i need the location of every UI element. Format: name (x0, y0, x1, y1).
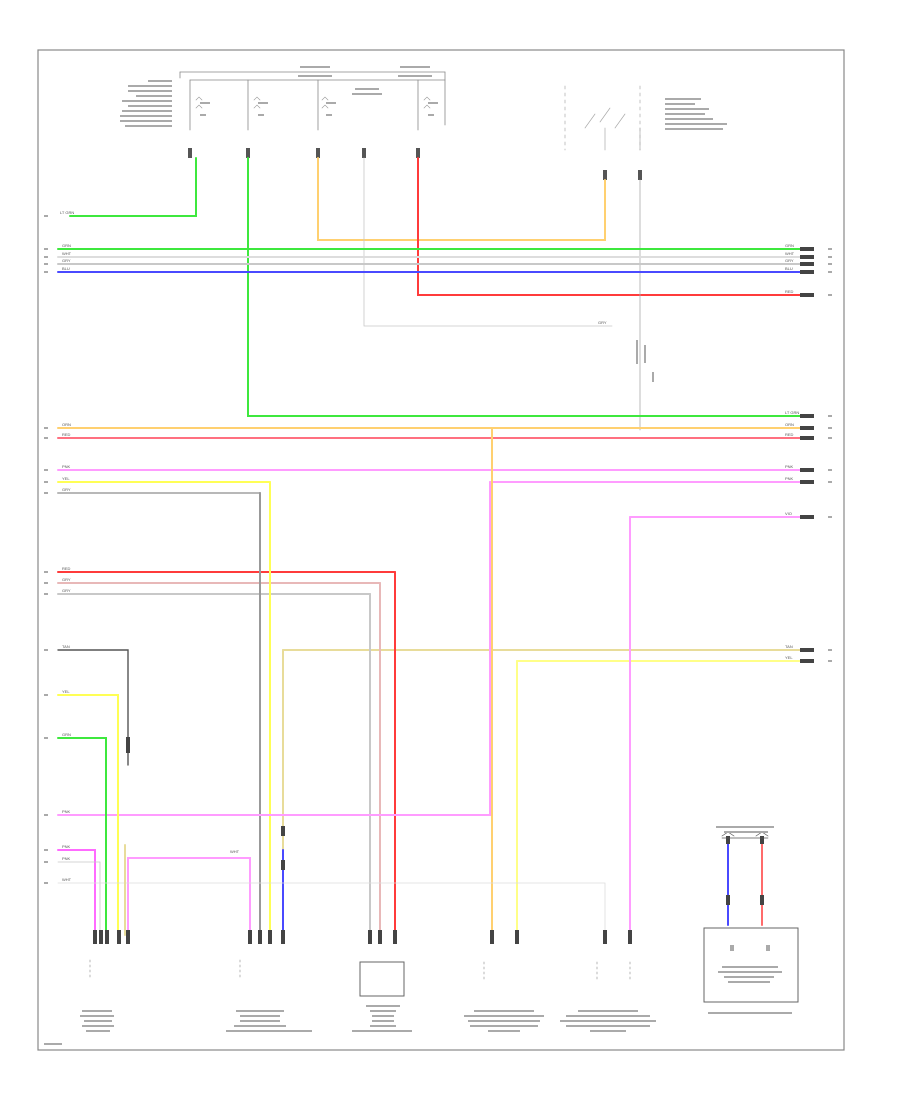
left-group-wires (57, 649, 606, 936)
drop-connectors (126, 737, 285, 870)
wire-label: YEL (62, 476, 70, 481)
wire-label: PNK (62, 856, 71, 861)
right-box-text (716, 826, 782, 983)
drops (57, 427, 631, 936)
component-labels (44, 1005, 792, 1045)
wire-label: WHT (785, 251, 795, 256)
wire-label: WHT (62, 251, 72, 256)
wire-label: TAN (785, 644, 793, 649)
wire-label: GRY (785, 258, 794, 263)
component-pin-ticks (93, 930, 632, 944)
wire-label: BLU (785, 266, 793, 271)
components (89, 927, 799, 1003)
right-box-connectors (726, 836, 764, 905)
wire-label: WHT (62, 877, 72, 882)
wire-label: GRY (62, 577, 71, 582)
wire-label: GRY (62, 258, 71, 263)
top-left-text-block (120, 80, 172, 127)
wire-label: LT GRN (785, 410, 799, 415)
wire-label: PNK (62, 809, 71, 814)
wire-label: BLU (62, 266, 70, 271)
wire-label: GRY (598, 320, 607, 325)
wire-label: WHT (230, 849, 240, 854)
wire-label: RED (62, 566, 71, 571)
top-right-text-block (665, 98, 727, 130)
wire-label: RED (785, 432, 794, 437)
wire-label: TAN (62, 644, 70, 649)
wire-label: GRY (62, 487, 71, 492)
wire-label: PNK (62, 844, 71, 849)
fuse-relay-block (179, 71, 446, 131)
bus-wires (57, 248, 801, 662)
wire-labels: LT GRN GRN WHT GRY BLU GRN WHT GRY BLU R… (60, 210, 799, 882)
fuse-symbols (195, 96, 431, 109)
right-box-wires (727, 841, 763, 926)
vertical-label-block (636, 340, 654, 382)
wire-label: GRY (62, 588, 71, 593)
top-risers (69, 157, 801, 431)
top-right-switch (564, 85, 641, 151)
wire-label: ORN (62, 422, 71, 427)
wire-label: PNK (785, 476, 794, 481)
wire-label: RED (62, 432, 71, 437)
component-right-box (703, 927, 799, 1003)
wire-label: YEL (62, 689, 70, 694)
wire-label: LT GRN (60, 210, 74, 215)
wire-label: PNK (62, 464, 71, 469)
component-center-box (359, 961, 405, 997)
wire-label: PNK (785, 464, 794, 469)
wire-label: GRN (62, 243, 71, 248)
bus-end-connectors (800, 247, 814, 663)
top-center-text (200, 66, 438, 116)
left-pin-markers (44, 215, 832, 884)
wire-label: ORN (785, 422, 794, 427)
top-connector-ticks (188, 148, 642, 180)
wire-label: GRN (785, 243, 794, 248)
diagram-border (37, 49, 845, 1051)
wire-label: YEL (785, 655, 793, 660)
wire-label: RED (785, 289, 794, 294)
wire-label: GRN (62, 732, 71, 737)
wire-label: VIO (785, 511, 792, 516)
